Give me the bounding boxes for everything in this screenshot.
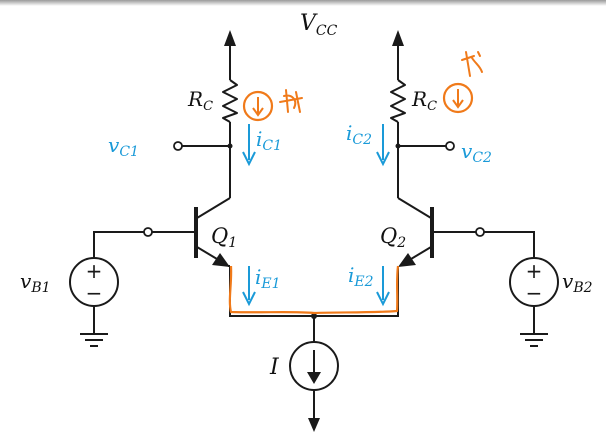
source-wire-b2 bbox=[484, 231, 535, 258]
q1-label: Q1 bbox=[211, 224, 237, 251]
transistor-q2 bbox=[397, 197, 434, 267]
vb2-minus-sign: − bbox=[526, 281, 543, 305]
q2-label: Q2 bbox=[380, 224, 406, 251]
ic2-label: iC2 bbox=[346, 121, 372, 148]
negative-supply-arrow bbox=[308, 390, 320, 432]
ie2-arrow bbox=[376, 266, 390, 307]
vb1-plus-sign: + bbox=[86, 259, 103, 283]
current-source bbox=[289, 341, 339, 391]
handwritten-current-note-right bbox=[442, 51, 483, 114]
base-terminal-q1 bbox=[143, 227, 153, 237]
vc2-label: vC2 bbox=[461, 139, 492, 166]
current-source-label: I bbox=[269, 355, 280, 380]
output-terminal-c1 bbox=[173, 141, 183, 151]
ic1-label: iC1 bbox=[256, 127, 282, 154]
vcc-arrow-left bbox=[224, 30, 236, 80]
resistor-rc-left bbox=[222, 79, 238, 123]
vb2-label: vB2 bbox=[562, 269, 593, 296]
base-terminal-q2 bbox=[475, 227, 485, 237]
resistor-rc-right bbox=[390, 79, 406, 123]
window-top-shadow bbox=[0, 0, 606, 6]
handwritten-current-note-left bbox=[242, 89, 303, 122]
vcc-label: VCC bbox=[300, 11, 338, 39]
vb1-label: vB1 bbox=[20, 269, 51, 296]
output-terminal-c2 bbox=[445, 141, 455, 151]
vc1-label: vC1 bbox=[108, 133, 139, 160]
ie1-label: iE1 bbox=[255, 265, 281, 292]
ie2-label: iE2 bbox=[348, 263, 374, 290]
ground-icon-left bbox=[80, 333, 108, 347]
vb2-plus-sign: + bbox=[526, 259, 543, 283]
vcc-arrow-right bbox=[392, 30, 404, 80]
ic2-arrow bbox=[376, 124, 390, 167]
rc-right-label: RC bbox=[411, 87, 437, 114]
source-wire-b1 bbox=[93, 231, 144, 258]
rc-left-label: RC bbox=[187, 87, 213, 114]
ground-icon-right bbox=[520, 333, 548, 347]
vb1-minus-sign: − bbox=[86, 281, 103, 305]
emitter-path-highlight bbox=[228, 265, 400, 315]
ie1-arrow bbox=[242, 266, 256, 307]
ic1-arrow bbox=[242, 124, 256, 167]
